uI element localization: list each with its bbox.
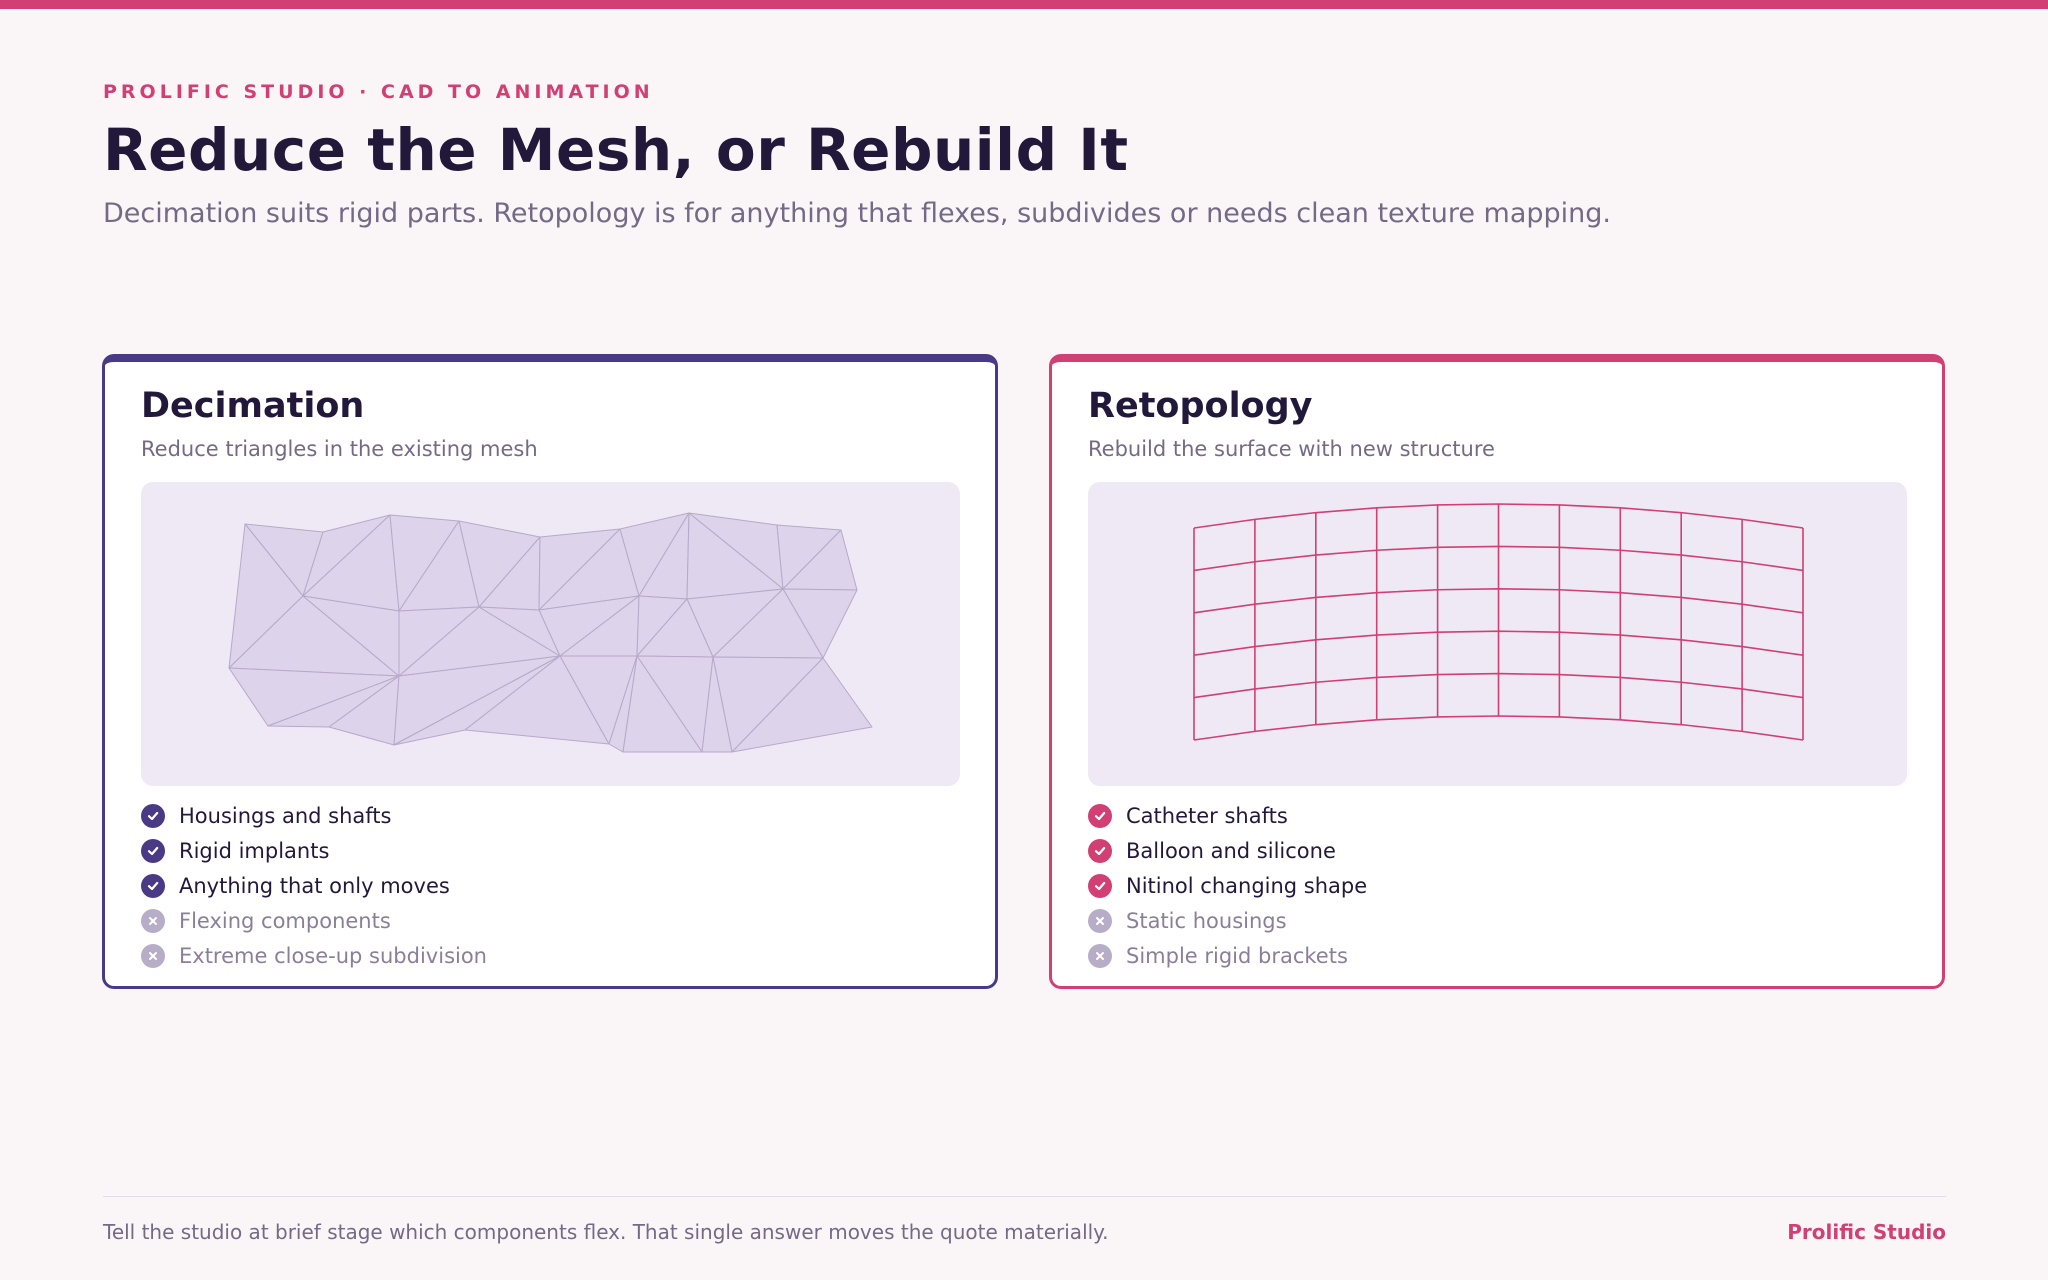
list-item-label: Anything that only moves — [179, 873, 450, 898]
list-item: Nitinol changing shape — [1088, 868, 1367, 903]
list-item: Flexing components — [141, 903, 487, 938]
eyebrow-label: PROLIFIC STUDIO · CAD TO ANIMATION — [103, 81, 654, 103]
decimation-use-list: Housings and shafts Rigid implants Anyth… — [141, 798, 487, 973]
list-item-label: Rigid implants — [179, 838, 330, 863]
card-subtitle: Rebuild the surface with new structure — [1088, 437, 1495, 461]
footer-divider — [103, 1196, 1946, 1197]
check-circle-icon — [1088, 838, 1112, 863]
check-circle-icon — [141, 803, 165, 828]
card-title: Decimation — [141, 386, 365, 426]
list-item: Static housings — [1088, 903, 1367, 938]
list-item-label: Balloon and silicone — [1126, 838, 1336, 863]
list-item: Housings and shafts — [141, 798, 487, 833]
check-circle-icon — [141, 873, 165, 898]
check-circle-icon — [141, 838, 165, 863]
x-circle-icon — [1088, 943, 1112, 968]
decimation-card: Decimation Reduce triangles in the exist… — [102, 354, 998, 989]
decimation-mesh-illustration — [141, 482, 960, 786]
list-item: Catheter shafts — [1088, 798, 1367, 833]
footer-brand: Prolific Studio — [1787, 1220, 1946, 1244]
retopology-use-list: Catheter shafts Balloon and silicone Nit… — [1088, 798, 1367, 973]
list-item-label: Catheter shafts — [1126, 803, 1288, 828]
list-item-label: Static housings — [1126, 908, 1287, 933]
list-item: Simple rigid brackets — [1088, 938, 1367, 973]
list-item-label: Housings and shafts — [179, 803, 392, 828]
page-title: Reduce the Mesh, or Rebuild It — [103, 116, 1129, 184]
card-title: Retopology — [1088, 386, 1313, 426]
check-circle-icon — [1088, 803, 1112, 828]
x-circle-icon — [1088, 908, 1112, 933]
list-item: Balloon and silicone — [1088, 833, 1367, 868]
list-item-label: Extreme close-up subdivision — [179, 943, 487, 968]
footer-note: Tell the studio at brief stage which com… — [103, 1220, 1109, 1244]
list-item: Rigid implants — [141, 833, 487, 868]
card-subtitle: Reduce triangles in the existing mesh — [141, 437, 538, 461]
quad-grid-mesh-icon — [1193, 503, 1804, 741]
page-subtitle: Decimation suits rigid parts. Retopology… — [103, 198, 1612, 229]
list-item-label: Simple rigid brackets — [1126, 943, 1348, 968]
check-circle-icon — [1088, 873, 1112, 898]
x-circle-icon — [141, 908, 165, 933]
x-circle-icon — [141, 943, 165, 968]
list-item-label: Flexing components — [179, 908, 391, 933]
retopology-card: Retopology Rebuild the surface with new … — [1049, 354, 1945, 989]
retopology-mesh-illustration — [1088, 482, 1907, 786]
list-item-label: Nitinol changing shape — [1126, 873, 1368, 898]
top-accent-bar — [0, 0, 2048, 9]
list-item: Extreme close-up subdivision — [141, 938, 487, 973]
triangulated-mesh-icon — [228, 512, 873, 753]
list-item: Anything that only moves — [141, 868, 487, 903]
